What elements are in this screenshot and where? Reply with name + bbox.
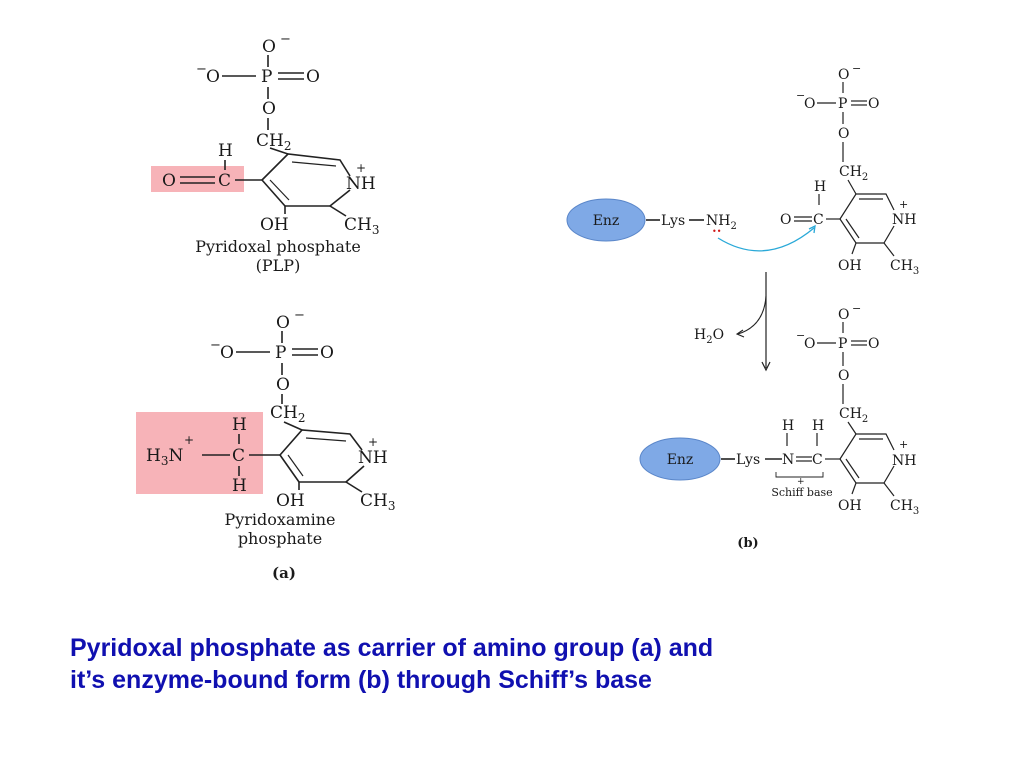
atom-o: O: [838, 67, 849, 83]
atom-h: H: [232, 476, 247, 496]
atom-p: P: [838, 96, 847, 112]
charge-plus: +: [899, 198, 908, 211]
lone-pair: ••: [712, 227, 721, 236]
ring-oh: OH: [260, 215, 289, 235]
atom-o: O: [838, 307, 849, 323]
ch2-group: CH2: [839, 406, 868, 425]
atom-o: O: [276, 375, 290, 395]
enzyme-ellipse: [566, 198, 646, 242]
atom-n: N: [782, 452, 794, 468]
ring-oh: OH: [838, 498, 862, 514]
atom-o: O: [320, 343, 334, 363]
atom-o: O: [306, 67, 320, 87]
schiff-base-bracket: [775, 472, 824, 478]
atom-c: C: [232, 446, 245, 466]
nucleophilic-attack-arrow: [717, 227, 815, 252]
atom-h: H: [782, 418, 794, 434]
plp-structure: O − − O P O O CH2 H O C NH + OH CH3: [151, 32, 379, 275]
atom-c: C: [813, 212, 824, 228]
lysine-label: Lys: [661, 213, 685, 229]
atom-h: H: [814, 179, 826, 195]
charge-plus: +: [184, 433, 194, 447]
atom-o: O: [838, 126, 849, 142]
atom-p: P: [275, 343, 286, 363]
atom-p: P: [838, 336, 847, 352]
schiff-base-product: Enz Lys H N H C + Schiff base O − − O P …: [639, 302, 919, 517]
lysine-label: Lys: [736, 452, 760, 468]
nh2-group: NH2: [706, 213, 737, 232]
compound-name: phosphate: [238, 529, 322, 548]
atom-o: O: [838, 368, 849, 384]
atom-h: H: [812, 418, 824, 434]
amine-highlight: [136, 412, 263, 494]
atom-c: C: [218, 171, 231, 191]
atom-o: O: [262, 99, 276, 119]
charge-plus: +: [899, 438, 908, 451]
panel-label-b: (b): [737, 536, 758, 551]
water-label: H2O: [694, 327, 724, 346]
charge-minus: −: [196, 62, 207, 77]
ring-ch3: CH3: [360, 491, 395, 513]
slide-caption: Pyridoxal phosphate as carrier of amino …: [70, 632, 990, 696]
ring-ch3: CH3: [890, 498, 919, 517]
enzyme-ellipse: [639, 437, 721, 481]
charge-minus: −: [210, 338, 221, 353]
charge-minus: −: [852, 62, 861, 75]
atom-o: O: [804, 96, 815, 112]
atom-o: O: [276, 313, 290, 333]
caption-line-2: it’s enzyme-bound form (b) through Schif…: [70, 666, 652, 694]
atom-o: O: [220, 343, 234, 363]
ring-nh: NH: [358, 448, 388, 468]
charge-plus: +: [356, 161, 366, 175]
pmp-structure: O − − O P O O CH2 H H3N + C H NH + OH: [136, 308, 395, 548]
aldehyde-highlight: [151, 166, 244, 192]
ring-oh: OH: [276, 491, 305, 511]
panel-label-a: (a): [272, 564, 296, 582]
ring-oh: OH: [838, 258, 862, 274]
ring-nh: NH: [346, 174, 376, 194]
compound-name: Pyridoxal phosphate: [195, 237, 361, 256]
charge-plus: +: [368, 435, 378, 449]
charge-minus: −: [796, 329, 805, 342]
h3n-group: H3N: [146, 446, 183, 468]
atom-o: O: [868, 96, 879, 112]
atom-h: H: [218, 141, 233, 161]
charge-minus: −: [852, 302, 861, 315]
caption-line-1: Pyridoxal phosphate as carrier of amino …: [70, 634, 714, 662]
atom-c: C: [812, 452, 823, 468]
enzyme-label: Enz: [667, 452, 694, 468]
enzyme-plp-reactants: Enz Lys NH2 •• O − − O P O O CH2 H O C: [566, 62, 919, 277]
ch2-group: CH2: [270, 403, 305, 425]
ch2-group: CH2: [256, 131, 291, 153]
water-release-arrow: [737, 295, 767, 335]
charge-plus: +: [797, 477, 805, 487]
ch2-group: CH2: [839, 164, 868, 183]
atom-h: H: [232, 415, 247, 435]
reaction-arrow: H2O: [694, 272, 771, 372]
atom-p: P: [261, 67, 272, 87]
atom-o: O: [868, 336, 879, 352]
atom-o: O: [162, 171, 176, 191]
atom-o: O: [780, 212, 791, 228]
ring-nh: NH: [892, 453, 916, 469]
schiff-base-label: Schiff base: [771, 486, 832, 499]
charge-minus: −: [796, 89, 805, 102]
atom-o: O: [262, 37, 276, 57]
compound-abbrev: (PLP): [256, 256, 301, 275]
enzyme-label: Enz: [593, 213, 620, 229]
ring-nh: NH: [892, 212, 916, 228]
atom-o: O: [206, 67, 220, 87]
ring-ch3: CH3: [890, 258, 919, 277]
atom-o: O: [804, 336, 815, 352]
charge-minus: −: [294, 308, 305, 323]
charge-minus: −: [280, 32, 291, 47]
compound-name: Pyridoxamine: [224, 510, 335, 529]
ring-ch3: CH3: [344, 215, 379, 237]
